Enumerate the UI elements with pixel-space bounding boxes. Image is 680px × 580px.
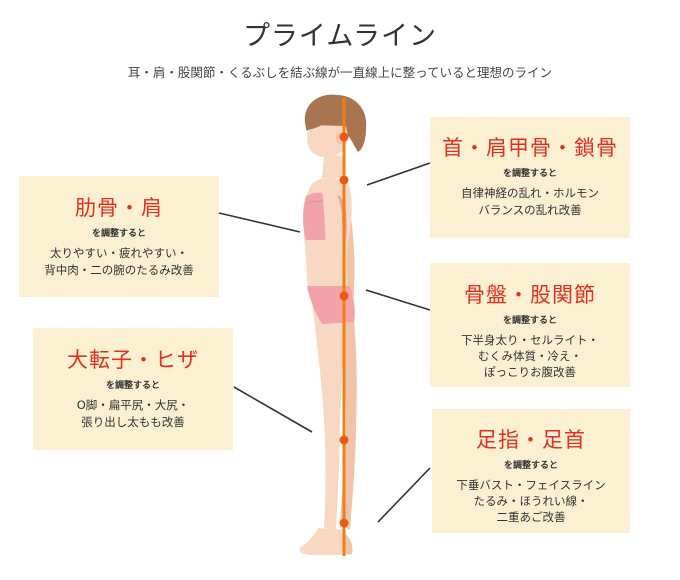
box-title: 首・肩甲骨・鎖骨 [442,136,618,160]
info-box-hip: 大転子・ヒザ を調整すると O脚・扁平尻・大尻・張り出し太もも改善 [33,328,233,450]
box-title: 骨盤・股関節 [464,283,596,307]
box-desc: 下半身太り・セルライト・むくみ体質・冷え・ぽっこりお腹改善 [461,333,599,379]
box-sub: を調整すると [105,381,160,391]
connector-hip [233,386,313,433]
leg-front [312,300,343,530]
box-desc: O脚・扁平尻・大尻・張り出し太もも改善 [76,398,190,429]
woman-illustration [299,94,367,555]
info-box-pelvis: 骨盤・股関節 を調整すると 下半身太り・セルライト・むくみ体質・冷え・ぽっこりお… [430,263,630,387]
box-title: 足指・足首 [476,428,586,452]
leg-back [330,300,357,530]
neck [322,156,344,178]
box-desc: 下垂バスト・フェイスラインたるみ・ほうれい線・二重あご改善 [456,478,606,524]
info-box-feet: 足指・足首 を調整すると 下垂バスト・フェイスラインたるみ・ほうれい線・二重あご… [432,409,630,533]
box-sub: を調整すると [502,169,557,179]
page-title: プライムライン [242,21,438,52]
info-box-ribs: 肋骨・肩 を調整すると 太りやすい・疲れやすい・背中肉・二の腕のたるみ改善 [19,176,219,297]
point-ankle [339,518,349,528]
box-sub: を調整すると [503,461,558,471]
point-knee [339,435,349,445]
box-sub: を調整すると [502,316,557,326]
foot [299,528,347,555]
box-desc: 自律神経の乱れ・ホルモンバランスの乱れ改善 [461,186,599,217]
page-subtitle: 耳・肩・股関節・くるぶしを結ぶ線が一直線上に整っていると理想のライン [127,65,553,80]
box-title: 大転子・ヒザ [67,348,199,372]
point-hip [339,291,349,301]
box-desc: 太りやすい・疲れやすい・背中肉・二の腕のたるみ改善 [44,246,194,277]
info-box-neck: 首・肩甲骨・鎖骨 を調整すると 自律神経の乱れ・ホルモンバランスの乱れ改善 [430,117,630,238]
connector-feet [377,467,431,523]
point-shoulder [339,175,349,185]
box-sub: を調整すると [91,229,146,239]
point-ear [339,132,349,142]
connector-ribs [218,212,301,233]
connector-pelvis [365,289,431,311]
box-title: 肋骨・肩 [75,196,163,220]
connector-neck [366,162,431,186]
